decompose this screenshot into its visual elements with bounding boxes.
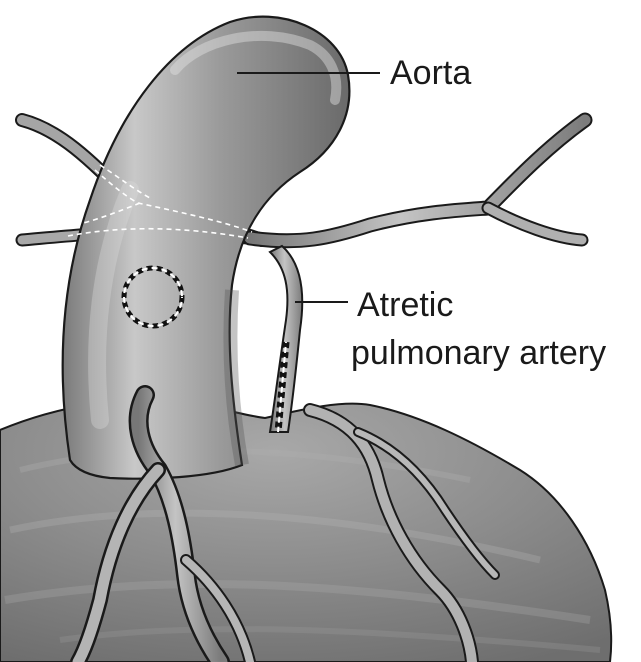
atretic-label-line2: pulmonary artery	[351, 336, 606, 370]
aorta-label: Aorta	[390, 56, 471, 90]
atretic-pulmonary-artery	[270, 246, 302, 432]
atretic-label-line1: Atretic	[357, 288, 453, 322]
